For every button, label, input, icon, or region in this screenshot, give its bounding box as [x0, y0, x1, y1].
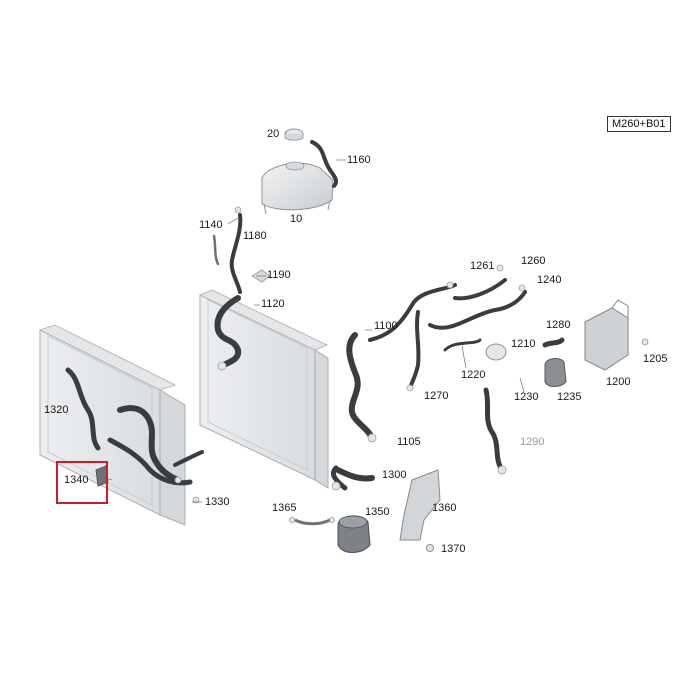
callout-1360[interactable]: 1360: [432, 502, 457, 514]
callout-1261[interactable]: 1261: [470, 260, 495, 272]
callout-1350[interactable]: 1350: [365, 506, 390, 518]
callout-1210[interactable]: 1210: [511, 338, 536, 350]
callout-1330[interactable]: 1330: [205, 496, 230, 508]
hose-connectors: [174, 206, 526, 504]
bracket-1360: [399, 469, 441, 541]
callout-1105[interactable]: 1105: [397, 436, 421, 448]
callout-1365[interactable]: 1365: [272, 502, 297, 514]
callout-1220[interactable]: 1220: [461, 369, 486, 381]
callout-1200[interactable]: 1200: [606, 376, 631, 388]
sensor-1340: [95, 465, 109, 487]
callout-1260[interactable]: 1260: [521, 255, 546, 267]
clamp-1365: [289, 517, 335, 526]
callout-20[interactable]: 20: [267, 128, 280, 140]
fastener-1370: [426, 544, 434, 552]
callout-1230[interactable]: 1230: [514, 391, 539, 403]
callout-1100[interactable]: 1100: [374, 320, 398, 332]
callout-1120[interactable]: 1120: [261, 298, 285, 310]
component-1200: [584, 299, 649, 371]
callout-1205[interactable]: 1205: [643, 353, 668, 365]
highlight-box-1340: [56, 461, 108, 504]
callout-1300[interactable]: 1300: [382, 469, 407, 481]
reservoir-cap: [284, 128, 304, 141]
callout-1270[interactable]: 1270: [424, 390, 449, 402]
radiator-front-left: [38, 324, 186, 526]
callout-1180[interactable]: 1180: [243, 230, 267, 242]
callout-1280[interactable]: 1280: [546, 319, 571, 331]
model-code-badge: M260+B01: [607, 116, 671, 132]
callout-10[interactable]: 10: [290, 213, 303, 225]
callout-1370[interactable]: 1370: [441, 543, 466, 555]
leader-lines: [103, 132, 525, 503]
pump-1350: [337, 515, 371, 553]
callout-1240[interactable]: 1240: [537, 274, 562, 286]
callout-1190[interactable]: 1190: [267, 269, 291, 281]
component-1235: [544, 357, 567, 387]
callout-1290[interactable]: 1290: [520, 436, 545, 448]
callout-1320[interactable]: 1320: [44, 404, 69, 416]
callout-1140[interactable]: 1140: [199, 219, 223, 231]
callout-1235[interactable]: 1235: [557, 391, 582, 403]
callout-1340[interactable]: 1340: [64, 474, 89, 486]
coolant-expansion-tank: [261, 161, 334, 215]
callout-1160[interactable]: 1160: [347, 154, 371, 166]
component-1210: [485, 343, 507, 361]
